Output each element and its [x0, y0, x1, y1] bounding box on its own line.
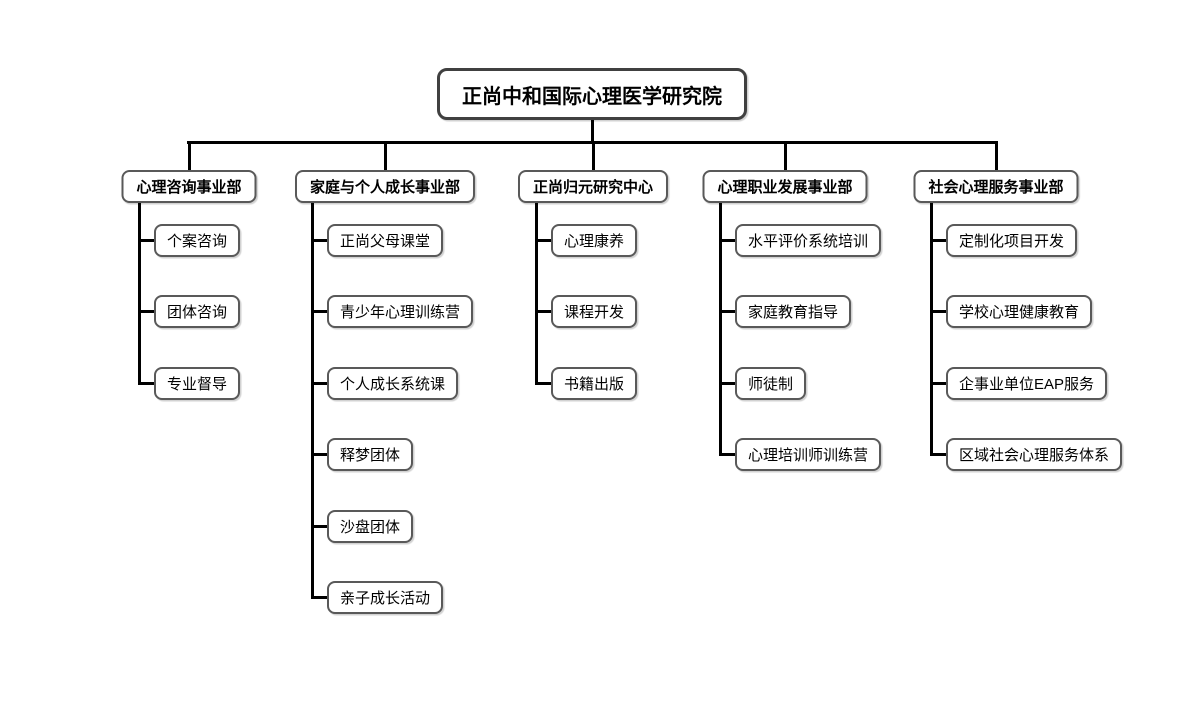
connector-stub	[311, 239, 329, 242]
org-node-dept-2: 家庭与个人成长事业部	[294, 170, 476, 203]
connector-stub	[719, 382, 737, 385]
connector-stub	[311, 310, 329, 313]
org-node-item: 个人成长系统课	[327, 367, 459, 400]
connector-drop-dept-4	[784, 141, 787, 170]
connector-stub	[930, 453, 948, 456]
org-node-item: 家庭教育指导	[735, 295, 852, 328]
org-node-item: 定制化项目开发	[946, 224, 1078, 257]
org-node-item: 师徒制	[735, 367, 807, 400]
org-node-item: 正尚父母课堂	[327, 224, 444, 257]
connector-trunk-dept-1	[138, 203, 141, 385]
connector-trunk-dept-3	[535, 203, 538, 385]
org-node-item: 学校心理健康教育	[946, 295, 1093, 328]
connector-root-drop	[591, 120, 594, 144]
connector-stub	[311, 525, 329, 528]
connector-trunk-dept-5	[930, 203, 933, 456]
org-node-item: 书籍出版	[551, 367, 638, 400]
org-node-item: 区域社会心理服务体系	[946, 438, 1123, 471]
org-node-item: 专业督导	[154, 367, 241, 400]
org-node-dept-1: 心理咨询事业部	[121, 170, 257, 203]
connector-stub	[930, 239, 948, 242]
org-node-dept-5: 社会心理服务事业部	[913, 170, 1079, 203]
connector-stub	[930, 382, 948, 385]
connector-drop-dept-3	[592, 141, 595, 170]
org-node-item: 亲子成长活动	[327, 581, 444, 614]
connector-stub	[138, 239, 156, 242]
org-node-item: 心理康养	[551, 224, 638, 257]
connector-stub	[535, 239, 553, 242]
connector-stub	[719, 239, 737, 242]
connector-stub	[311, 596, 329, 599]
connector-drop-dept-2	[384, 141, 387, 170]
connector-stub	[719, 453, 737, 456]
connector-stub	[311, 382, 329, 385]
org-node-item: 企事业单位EAP服务	[946, 367, 1108, 400]
org-node-item: 课程开发	[551, 295, 638, 328]
connector-stub	[719, 310, 737, 313]
org-node-item: 团体咨询	[154, 295, 241, 328]
org-node-item: 释梦团体	[327, 438, 414, 471]
org-node-item: 水平评价系统培训	[735, 224, 882, 257]
connector-stub	[535, 310, 553, 313]
org-node-dept-3: 正尚归元研究中心	[517, 170, 669, 203]
org-node-item: 心理培训师训练营	[735, 438, 882, 471]
org-node-dept-4: 心理职业发展事业部	[702, 170, 868, 203]
org-node-item: 青少年心理训练营	[327, 295, 474, 328]
org-node-root: 正尚中和国际心理医学研究院	[437, 68, 747, 120]
connector-drop-dept-1	[188, 141, 191, 170]
connector-stub	[138, 310, 156, 313]
connector-trunk-dept-2	[311, 203, 314, 599]
connector-stub	[535, 382, 553, 385]
connector-stub	[930, 310, 948, 313]
connector-stub	[138, 382, 156, 385]
connector-trunk-dept-4	[719, 203, 722, 456]
connector-drop-dept-5	[995, 141, 998, 170]
connector-stub	[311, 453, 329, 456]
org-node-item: 沙盘团体	[327, 510, 414, 543]
org-node-item: 个案咨询	[154, 224, 241, 257]
